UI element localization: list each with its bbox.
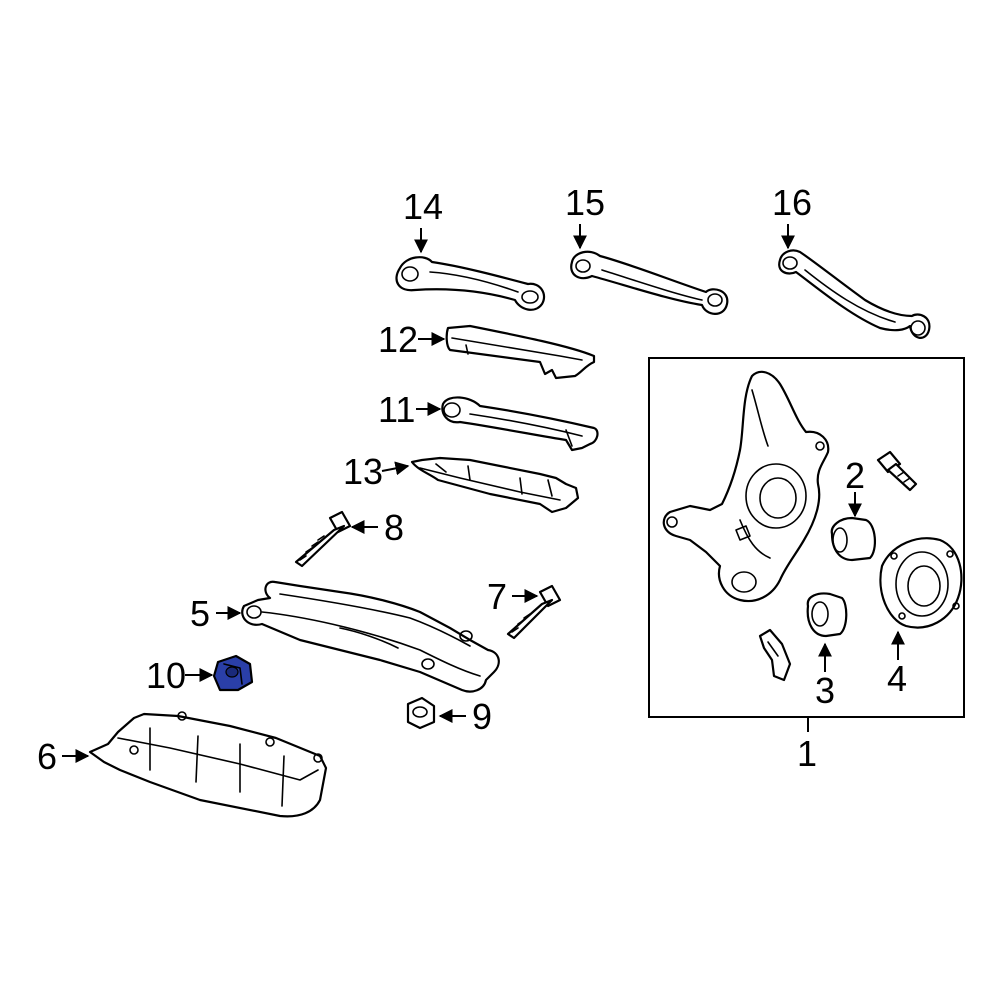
part-14-control-arm[interactable] [395,256,546,311]
callout-12: 12 [378,319,418,360]
callout-11: 11 [378,389,415,430]
callout-5: 5 [190,593,210,634]
callout-10: 10 [146,655,186,696]
callout-1: 1 [797,733,817,774]
part-1-clip[interactable] [758,628,792,682]
part-2-bushing[interactable] [830,516,876,562]
part-13-heat-shield[interactable] [410,456,580,514]
part-12-bracket[interactable] [445,324,596,380]
part-9-nut[interactable] [406,696,436,730]
callout-15: 15 [565,182,605,223]
part-15-control-arm[interactable] [570,250,729,315]
part-1-bolt[interactable] [876,450,918,492]
part-4-wheel-hub[interactable] [879,537,963,629]
part-10-nut-highlighted[interactable] [212,654,254,692]
callout-2: 2 [845,455,865,496]
part-5-lower-control-arm[interactable] [241,580,500,693]
part-3-bushing[interactable] [806,592,848,638]
part-7-bolt[interactable] [506,584,562,640]
callout-7: 7 [487,576,507,617]
knuckle-assembly-box [648,357,965,718]
part-11-lateral-link[interactable] [441,396,599,452]
callout-6: 6 [37,736,57,777]
callout-8: 8 [384,507,404,548]
leader-lines [62,224,905,763]
callout-14: 14 [403,186,443,227]
callout-4: 4 [887,658,907,699]
callout-labels: 14 15 16 12 11 13 8 7 5 10 9 6 2 3 4 1 [37,182,907,777]
part-8-bolt[interactable] [294,510,352,568]
callout-3: 3 [815,670,835,711]
callout-16: 16 [772,182,812,223]
part-16-curved-arm[interactable] [778,249,931,339]
callout-9: 9 [472,696,492,737]
part-6-skid-plate[interactable] [88,711,328,818]
part-1-steering-knuckle[interactable] [662,370,830,603]
callout-13: 13 [343,451,383,492]
